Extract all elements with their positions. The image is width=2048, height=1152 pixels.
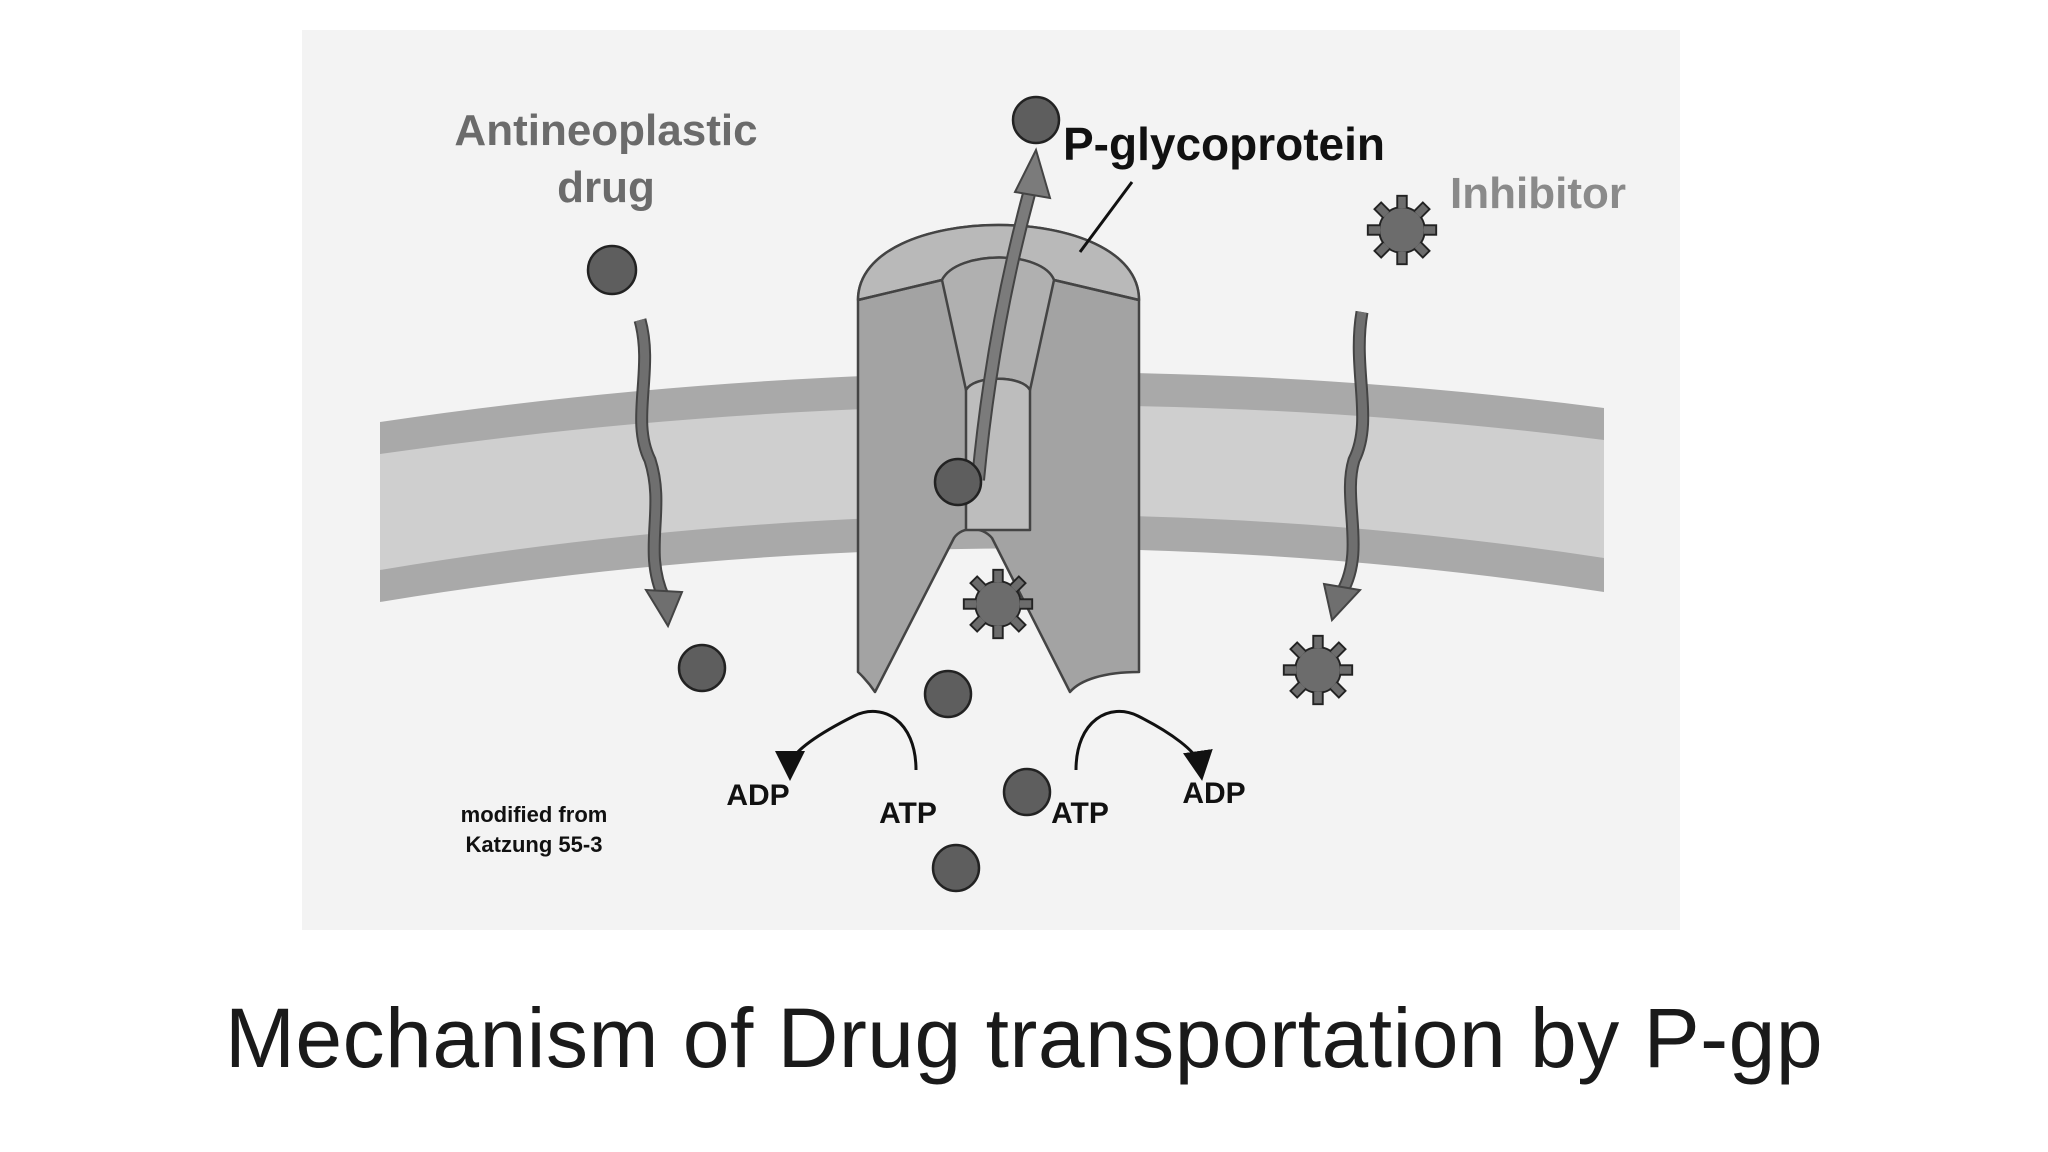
pgp-leader-line (1078, 181, 1134, 253)
adp-label-left: ADP (726, 779, 789, 812)
drug-molecule (933, 457, 983, 507)
diffusion-arrow-right (1322, 310, 1370, 623)
inhibitor-gear (962, 568, 1034, 640)
drug-molecule (1002, 767, 1052, 817)
diffusion-arrow-left (633, 318, 684, 629)
adp-label-right: ADP (1182, 777, 1245, 810)
drug-molecule (923, 669, 973, 719)
drug-molecule (586, 244, 638, 296)
pglycoprotein-label: P-glycoprotein (1063, 118, 1385, 170)
credit-line-2: Katzung 55-3 (466, 832, 603, 857)
antineoplastic-label: Antineoplastic (454, 106, 757, 155)
atp-hydrolysis-arrows (775, 710, 1213, 781)
atp-label-left: ATP (879, 797, 937, 830)
drug-molecule (1011, 95, 1061, 145)
drug-molecules (586, 95, 1061, 893)
pgp-diagram: Antineoplastic drug P-glycoprotein Inhib… (302, 30, 1680, 930)
credit-line-1: modified from (461, 802, 608, 827)
inhibitor-label: Inhibitor (1450, 169, 1626, 218)
drug-molecule (931, 843, 981, 893)
inhibitor-gear (1366, 194, 1438, 266)
atp-label-right: ATP (1051, 797, 1109, 830)
slide-caption: Mechanism of Drug transportation by P-gp (224, 991, 1824, 1085)
drug-molecule (677, 643, 727, 693)
efflux-arrow (971, 147, 1052, 481)
drug-label: drug (557, 163, 655, 212)
inhibitor-gear (1282, 634, 1354, 706)
